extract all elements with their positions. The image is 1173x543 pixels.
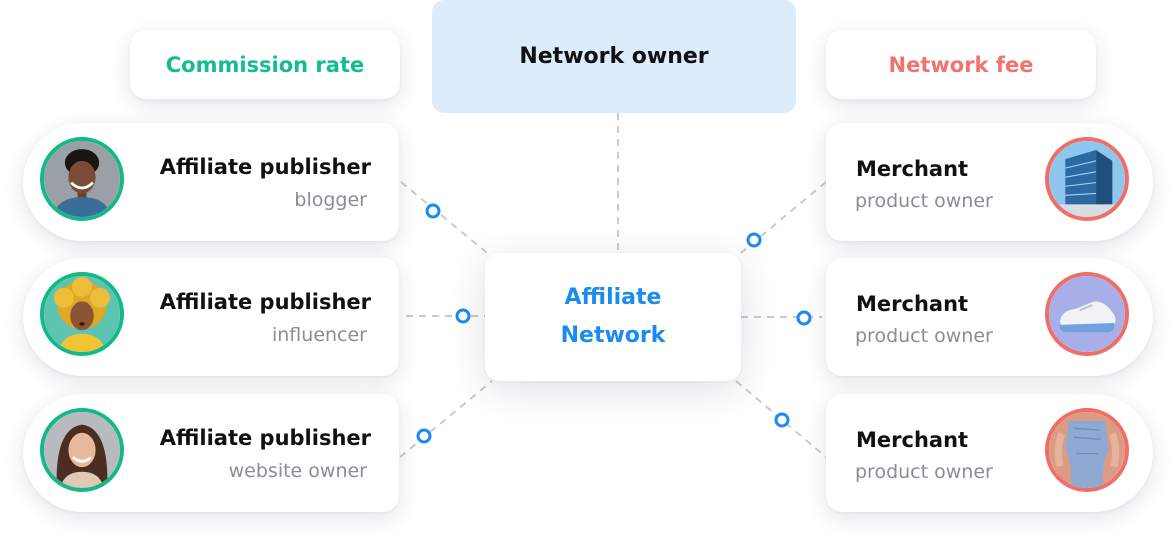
office-building-icon — [1045, 137, 1129, 221]
connector-dot — [746, 232, 762, 248]
publisher-subtitle: blogger — [294, 189, 367, 211]
curly-hair-woman-portrait-icon — [40, 272, 124, 356]
sneaker-shoe-icon — [1045, 272, 1129, 356]
publisher-card-blogger: Affiliate publisher blogger — [23, 123, 399, 241]
affiliate-network-line1: Affiliate — [564, 285, 662, 310]
network-owner-label: Network owner — [519, 44, 709, 69]
affiliate-network-node: Affiliate Network — [485, 253, 741, 381]
connector-dot — [455, 308, 471, 324]
publisher-title: Affiliate publisher — [159, 290, 371, 314]
connector-website-owner — [399, 380, 493, 458]
merchant-subtitle: product owner — [855, 325, 993, 347]
network-fee-label: Network fee — [826, 30, 1096, 99]
merchant-card-sneaker: Merchant product owner — [826, 258, 1153, 376]
publisher-title: Affiliate publisher — [159, 155, 371, 179]
connector-blogger — [400, 181, 493, 258]
man-portrait-icon — [40, 137, 124, 221]
merchant-title: Merchant — [856, 292, 969, 316]
merchant-card-dress: Merchant product owner — [826, 394, 1153, 512]
publisher-title: Affiliate publisher — [159, 426, 371, 450]
connector-dot — [796, 310, 812, 326]
merchant-subtitle: product owner — [855, 461, 993, 483]
merchant-card-building: Merchant product owner — [826, 123, 1153, 241]
publisher-card-website-owner: Affiliate publisher website owner — [23, 394, 399, 512]
blue-dress-icon — [1045, 408, 1129, 492]
publisher-card-influencer: Affiliate publisher influencer — [23, 258, 399, 376]
smiling-woman-portrait-icon — [40, 408, 124, 492]
affiliate-network-line2: Network — [560, 323, 666, 348]
merchant-subtitle: product owner — [855, 190, 993, 212]
merchant-title: Merchant — [856, 428, 969, 452]
publisher-subtitle: website owner — [228, 460, 367, 482]
commission-rate-label: Commission rate — [130, 30, 400, 99]
connector-dot — [416, 428, 432, 444]
connector-dot — [425, 203, 441, 219]
network-owner-box: Network owner — [432, 0, 796, 113]
connector-dot — [774, 412, 790, 428]
publisher-subtitle: influencer — [271, 324, 367, 346]
merchant-title: Merchant — [856, 157, 969, 181]
